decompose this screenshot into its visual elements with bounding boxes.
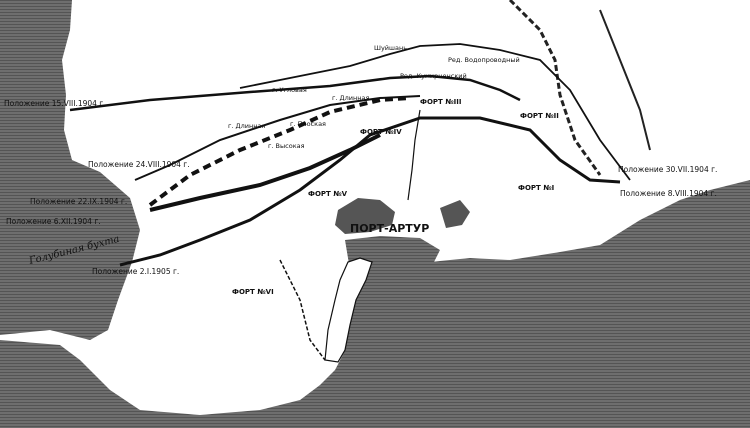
label-vodoprovod: Ред. Водопроводный	[448, 56, 520, 64]
label-fort-2: ФОРТ №II	[520, 112, 559, 120]
label-pos-jul30: Положение 30.VII.1904 г.	[618, 165, 717, 174]
label-fort-1: ФОРТ №I	[518, 184, 554, 192]
road	[407, 109, 421, 201]
label-vysokaya: г. Высокая	[268, 142, 305, 150]
label-fort-3: ФОРТ №III	[420, 98, 461, 106]
east-sea	[560, 0, 750, 185]
line-aug15	[69, 74, 521, 112]
label-pos-aug24: Положение 24.VIII.1904 г.	[88, 160, 190, 169]
east-town-block	[440, 200, 470, 228]
city-block	[335, 198, 395, 234]
label-city: ПОРТ-АРТУР	[350, 222, 429, 235]
label-uglovaya: г. Угловая	[272, 86, 307, 94]
label-fort-4: ФОРТ №IV	[360, 128, 402, 136]
line-sep22	[148, 96, 411, 207]
railway-branch	[599, 9, 651, 151]
label-dlinnaya-east: г. Длинная	[332, 94, 369, 102]
line-jan2	[119, 116, 621, 267]
label-pos-aug15: Положение 15.VIII.1904 г.	[4, 99, 106, 108]
label-kumirnensky: Ред. Кумирненский	[400, 72, 467, 80]
label-pos-dec6: Положение 6.XII.1904 г.	[6, 217, 101, 226]
label-ploskaya: г. Плоская	[290, 120, 326, 128]
label-pos-aug8: Положение 8.VIII.1904 г.	[620, 189, 717, 198]
line-dec6	[149, 133, 381, 212]
line-aug24	[134, 95, 421, 181]
south-sea	[0, 180, 750, 428]
label-fort-5: ФОРТ №V	[308, 190, 348, 198]
tiger-peninsula	[324, 257, 373, 363]
line-jul30	[239, 43, 631, 181]
label-pos-jan2: Положение 2.I.1905 г.	[92, 267, 179, 276]
fortress-ring	[279, 259, 326, 361]
label-shuyshan: Шуйшань	[374, 44, 407, 52]
west-sea	[0, 0, 140, 340]
label-fort-6: ФОРТ №VI	[232, 288, 274, 296]
label-dlinnaya: г. Длинная	[228, 122, 265, 130]
label-pos-sep22: Положение 22.IX.1904 г.	[30, 197, 127, 206]
